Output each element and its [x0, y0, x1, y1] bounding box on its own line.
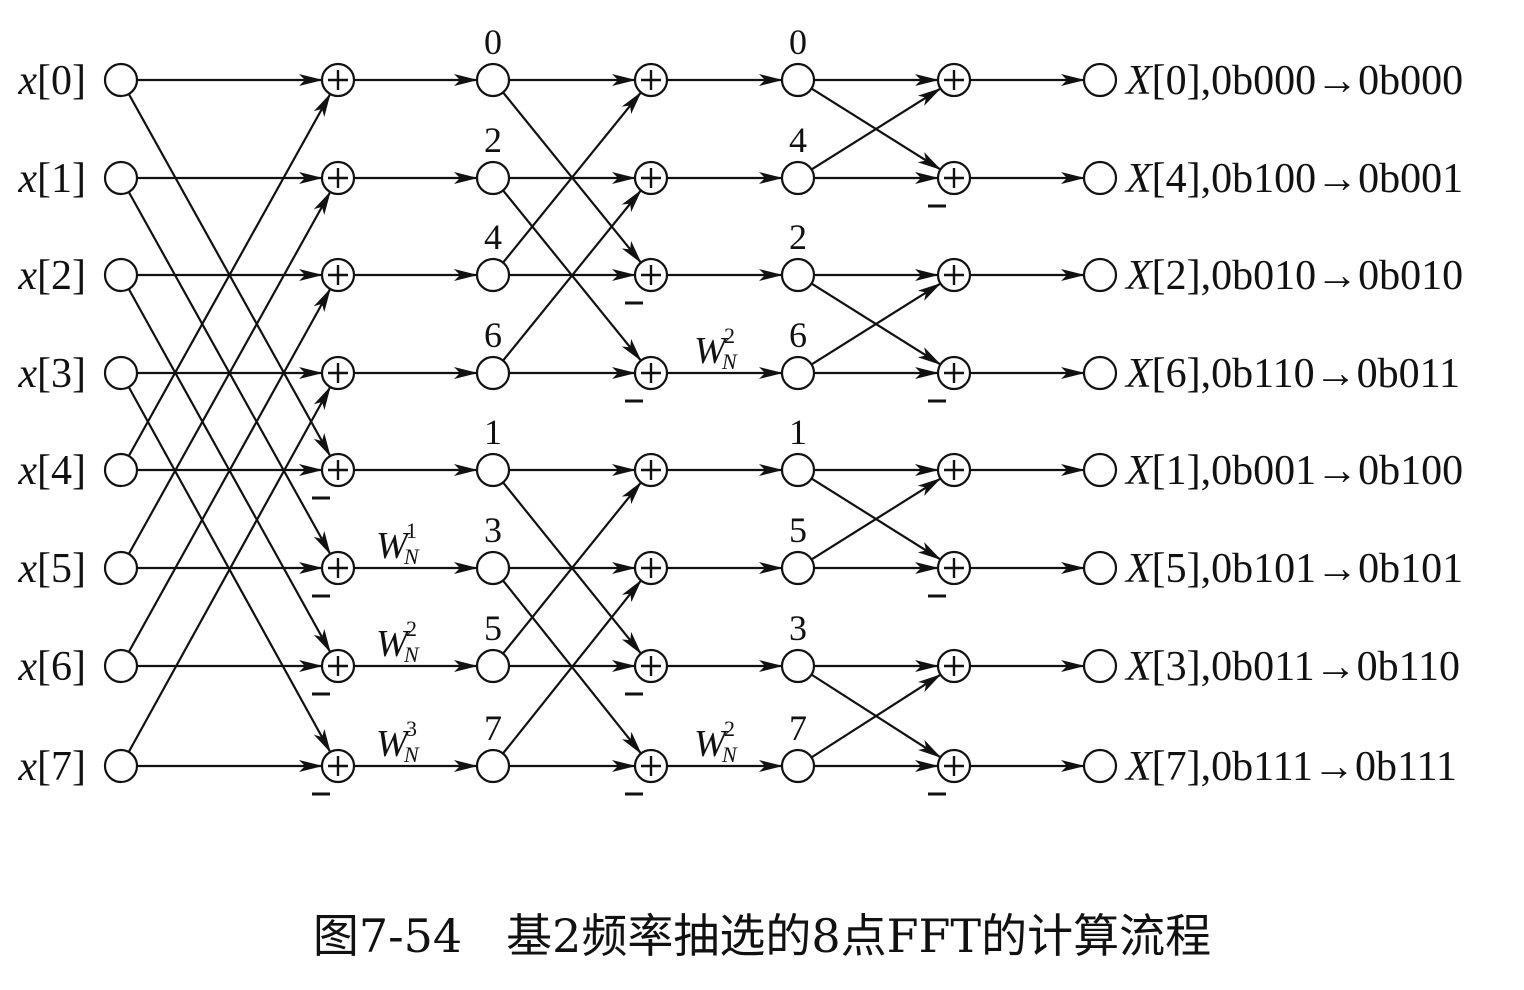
stage1-index-label: 3: [484, 510, 502, 550]
figure-caption: 图7-54 基2频率抽选的8点FFT的计算流程: [312, 909, 1212, 963]
output-label: X[6],0b110→0b011: [1124, 351, 1460, 397]
input-node: [103, 452, 139, 488]
twiddle-stage2-base: W: [694, 330, 729, 372]
stage3-cross-line: [810, 87, 942, 171]
stage3-cross-line: [810, 477, 942, 561]
stage1-cross-line: [127, 386, 331, 753]
stage1-node: [475, 452, 511, 488]
twiddle-stage1-base: W: [376, 623, 411, 665]
nodes: [103, 62, 1118, 796]
stage1-node: [475, 550, 511, 586]
twiddle-stage1-sub: N: [403, 742, 420, 767]
output-node: [1082, 452, 1118, 488]
twiddle-stage1-sup: 1: [406, 518, 417, 543]
twiddle-stage2-sub: N: [721, 742, 738, 767]
stage2-cross-line: [502, 189, 642, 362]
twiddle-stage1-base: W: [376, 525, 411, 567]
stage2-cross-line: [502, 91, 642, 264]
twiddle-stage1-sub: N: [403, 544, 420, 569]
stage1-node: [475, 748, 511, 784]
twiddle-stage2-base: W: [694, 723, 729, 765]
stage2-cross-line: [502, 481, 642, 655]
stage1-cross-line: [127, 93, 331, 457]
stage3-cross-line: [810, 673, 942, 758]
stage1-index-label: 6: [484, 315, 502, 355]
output-node: [1082, 257, 1118, 293]
twiddle-stage1-sub: N: [403, 642, 420, 667]
input-node: [103, 160, 139, 196]
stage3-cross-line: [810, 282, 942, 366]
twiddle-stage1-sup: 2: [406, 616, 417, 641]
stage2-node: [780, 748, 816, 784]
stage2-node: [780, 257, 816, 293]
output-label: X[4],0b100→0b001: [1124, 156, 1463, 202]
output-label: X[2],0b010→0b010: [1124, 253, 1463, 299]
input-node: [103, 550, 139, 586]
stage2-index-label: 7: [789, 708, 807, 748]
input-label: x[4]: [17, 448, 86, 494]
input-label: x[1]: [17, 156, 86, 202]
stage1-index-label: 2: [484, 120, 502, 160]
stage2-node: [780, 648, 816, 684]
input-node: [103, 62, 139, 98]
stage2-index-label: 1: [789, 412, 807, 452]
input-label: x[5]: [17, 546, 86, 592]
stage1-node: [475, 62, 511, 98]
stage2-index-label: 4: [789, 120, 807, 160]
output-node: [1082, 355, 1118, 391]
output-label: X[3],0b011→0b110: [1124, 644, 1460, 690]
stage1-index-label: 0: [484, 22, 502, 62]
stage2-index-label: 5: [789, 510, 807, 550]
twiddle-stage1-base: W: [376, 723, 411, 765]
stage1-node: [475, 257, 511, 293]
stage2-index-label: 2: [789, 217, 807, 257]
output-node: [1082, 62, 1118, 98]
stage1-cross-line: [127, 191, 331, 555]
stage2-node: [780, 355, 816, 391]
input-node: [103, 257, 139, 293]
input-label: x[2]: [17, 253, 86, 299]
labels: x[0] x[1] x[2] x[3] x[4] x[5] x[6] x[7] 0 2 4 6 1 3 5 7…: [17, 22, 1463, 790]
input-node: [103, 748, 139, 784]
stage1-cross-line: [127, 288, 331, 653]
twiddle-stage2-sup: 2: [724, 716, 735, 741]
twiddle-stage2-sub: N: [721, 349, 738, 374]
stage2-index-label: 3: [789, 608, 807, 648]
output-label: X[0],0b000→0b000: [1124, 58, 1463, 104]
stage1-node: [475, 648, 511, 684]
input-label: x[3]: [17, 351, 86, 397]
input-label: x[6]: [17, 644, 86, 690]
output-label: X[7],0b111→0b111: [1124, 744, 1457, 790]
stage2-node: [780, 62, 816, 98]
input-label: x[7]: [17, 744, 86, 790]
stage1-node: [475, 160, 511, 196]
stage1-index-label: 5: [484, 608, 502, 648]
input-node: [103, 648, 139, 684]
stage2-node: [780, 550, 816, 586]
input-node: [103, 355, 139, 391]
fft-butterfly-diagram: x[0] x[1] x[2] x[3] x[4] x[5] x[6] x[7] 0 2 4 6 1 3 5 7…: [17, 22, 1463, 796]
stage1-node: [475, 355, 511, 391]
signal-lines: [127, 74, 1085, 772]
output-node: [1082, 550, 1118, 586]
stage2-cross-line: [502, 579, 642, 755]
stage1-index-label: 4: [484, 217, 502, 257]
stage2-node: [780, 160, 816, 196]
output-node: [1082, 160, 1118, 196]
output-label: X[1],0b001→0b100: [1124, 448, 1463, 494]
twiddle-stage2-sup: 2: [724, 323, 735, 348]
stage2-node: [780, 452, 816, 488]
twiddle-stage1-sup: 3: [406, 716, 417, 741]
stage2-index-label: 6: [789, 315, 807, 355]
stage1-index-label: 1: [484, 412, 502, 452]
stage2-index-label: 0: [789, 22, 807, 62]
output-node: [1082, 648, 1118, 684]
stage1-index-label: 7: [484, 708, 502, 748]
output-label: X[5],0b101→0b101: [1124, 546, 1463, 592]
output-node: [1082, 748, 1118, 784]
input-label: x[0]: [17, 58, 86, 104]
